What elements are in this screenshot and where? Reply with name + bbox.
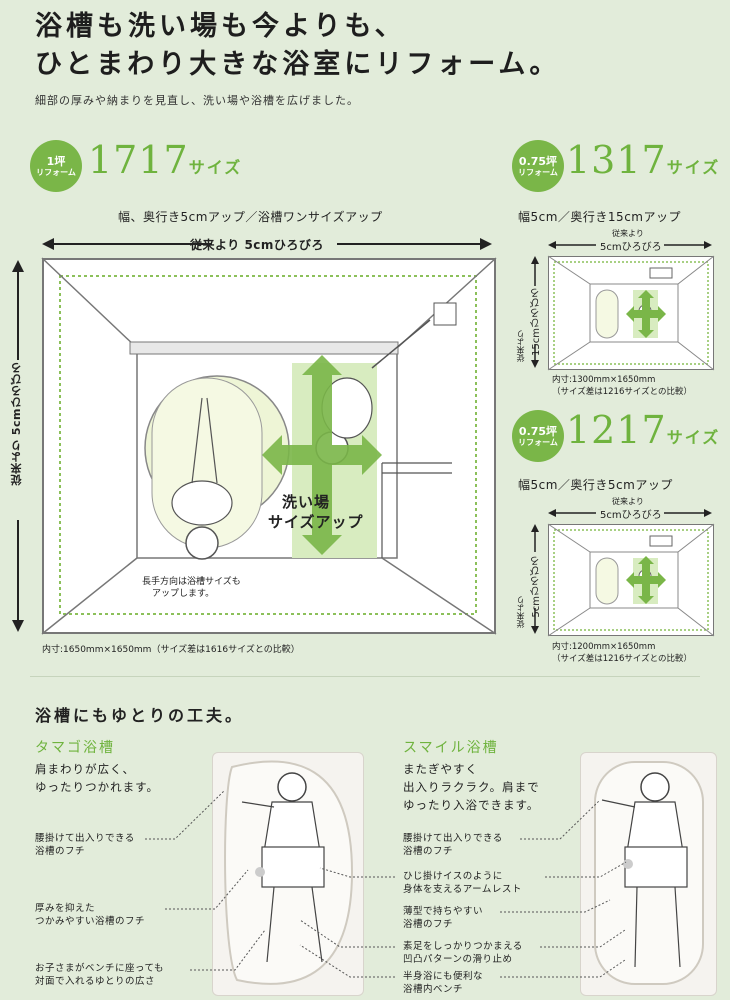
smile-title: スマイル浴槽: [403, 740, 499, 756]
tub-note-2: アップします。: [152, 589, 215, 599]
tub-note-1: 長手方向は浴槽サイズも: [142, 577, 241, 587]
badge-label: 1坪: [46, 154, 66, 168]
size-title-1317: 1317サイズ: [566, 138, 720, 182]
spec-1217: 幅5cm／奥行き5cmアップ: [518, 478, 673, 492]
spec-1317: 幅5cm／奥行き15cmアップ: [518, 210, 681, 224]
width-arrow-1217: [548, 506, 712, 520]
tamago-callout-2-line1: 厚みを抑えた: [35, 903, 96, 914]
smile-callout-5-line1: 半身浴にも便利な: [403, 971, 484, 982]
depth-arrow-1317: [528, 256, 542, 368]
smile-desc-2: 出入りラクラク。肩まで: [403, 780, 540, 794]
width-label-1317-2: 5cmひろびろ: [600, 242, 662, 253]
size-suffix: サイズ: [666, 158, 721, 177]
badge-sublabel: リフォーム: [518, 437, 558, 447]
sizeup-label-2: サイズアップ: [268, 513, 364, 531]
badge-sublabel: リフォーム: [518, 167, 558, 177]
tamago-callout-3-line2: 対面で入れるゆとりの広さ: [35, 976, 156, 987]
size-title-1717: 1717サイズ: [88, 138, 242, 182]
badge-1tsubo: 1坪 リフォーム: [30, 140, 82, 192]
tamago-callout-2-line2: つかみやすい浴槽のフチ: [35, 916, 146, 927]
badge-label: 0.75坪: [518, 424, 558, 438]
dims-1717: 内寸:1650mm×1650mm（サイズ差は1616サイズとの比較）: [42, 645, 300, 655]
subtitle: 細部の厚みや納まりを見直し、洗い場や浴槽を広げました。: [35, 94, 359, 107]
tamago-desc-2: ゆったりつかれます。: [35, 780, 159, 794]
width-arrow-1717: [42, 235, 492, 253]
smile-callout-3-line1: 薄型で持ちやすい: [403, 906, 484, 917]
smile-callout-1-line2: 浴槽のフチ: [403, 846, 454, 857]
tamago-callout-3-line1: お子さまがベンチに座っても: [35, 963, 165, 974]
tamago-callout-1-line1: 腰掛けて出入りできる: [35, 833, 135, 844]
spec-1717: 幅、奥行き5cmアップ／浴槽ワンサイズアップ: [118, 210, 383, 224]
width-label-1317-1: 従来より: [612, 229, 644, 238]
badge-075tsubo: 0.75坪 リフォーム: [512, 140, 564, 192]
smile-callout-2-line2: 身体を支えるアームレスト: [403, 884, 522, 895]
tamago-title: タマゴ浴槽: [35, 740, 115, 756]
depth-arrow-1717: [8, 260, 28, 632]
size-suffix: サイズ: [188, 158, 243, 177]
size-suffix: サイズ: [666, 428, 721, 447]
sizeup-arrow-1217: [626, 556, 666, 604]
size-number: 1217: [566, 408, 667, 452]
dims-1317-2: （サイズ差は1216サイズとの比較）: [552, 387, 693, 397]
smile-tub-drawing: [594, 761, 704, 985]
tamago-desc-1: 肩まわりが広く、: [35, 762, 135, 776]
tamago-callout-1-line2: 浴槽のフチ: [35, 846, 86, 857]
headline-line-1: 浴槽も洗い場も今よりも、: [35, 11, 406, 42]
width-label-1717: 従来より 5cmひろびろ: [190, 238, 324, 252]
size-title-1217: 1217サイズ: [566, 408, 720, 452]
section-divider: [30, 676, 700, 677]
dims-1217-1: 内寸:1200mm×1650mm: [552, 642, 656, 652]
size-number: 1717: [88, 138, 189, 182]
width-label-1217-1: 従来より: [612, 497, 644, 506]
smile-callout-3-line2: 浴槽のフチ: [403, 919, 454, 930]
smile-callout-1-line1: 腰掛けて出入りできる: [403, 833, 503, 844]
badge-label: 0.75坪: [518, 154, 558, 168]
smile-callout-2-line1: ひじ掛けイスのように: [403, 871, 503, 882]
badge-sublabel: リフォーム: [36, 167, 76, 177]
smile-callout-4-line2: 凹凸パターンの滑り止め: [403, 954, 513, 965]
depth-arrow-1217: [528, 524, 542, 634]
smile-desc-3: ゆったり入浴できます。: [403, 798, 540, 812]
size-number: 1317: [566, 138, 667, 182]
dims-1317-1: 内寸:1300mm×1650mm: [552, 375, 656, 385]
sizeup-label-1: 洗い場: [282, 493, 331, 511]
width-arrow-1317: [548, 238, 712, 252]
smile-callout-5-line2: 浴槽内ベンチ: [403, 984, 464, 995]
badge-075tsubo-2: 0.75坪 リフォーム: [512, 410, 564, 462]
tamago-tub-drawing: [224, 760, 354, 985]
smile-desc-1: またぎやすく: [403, 762, 478, 776]
headline-line-2: ひとまわり大きな浴室にリフォーム。: [35, 49, 561, 80]
dims-1217-2: （サイズ差は1216サイズとの比較）: [552, 654, 693, 664]
smile-callout-4-line1: 素足をしっかりつかまえる: [403, 941, 523, 952]
width-label-1217-2: 5cmひろびろ: [600, 510, 662, 521]
sizeup-arrow-1317: [626, 290, 666, 338]
tubs-section-title: 浴槽にもゆとりの工夫。: [35, 706, 245, 725]
sizeup-arrow-1717: [262, 355, 382, 555]
